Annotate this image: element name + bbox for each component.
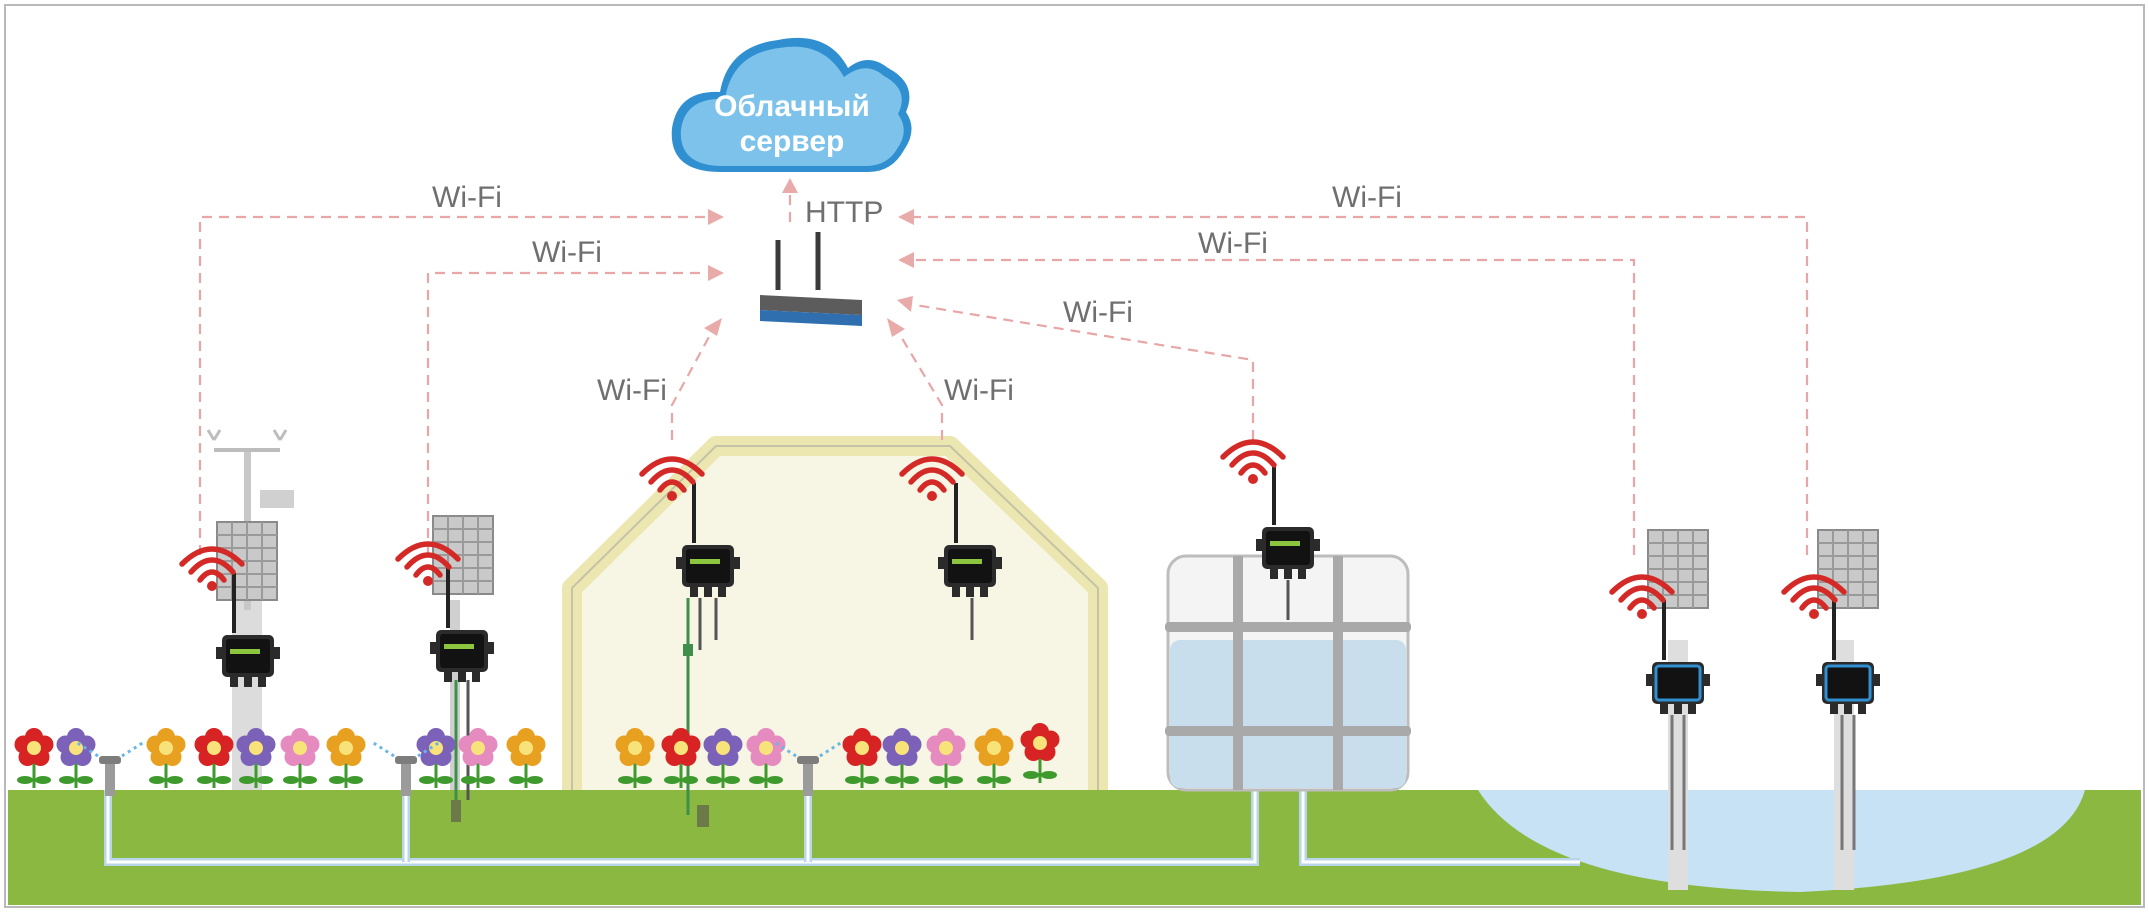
label-wifi-tank: Wi-Fi [1063, 296, 1133, 329]
router-icon [760, 232, 862, 326]
label-wifi-pond-left: Wi-Fi [1198, 227, 1268, 260]
arrowheads [704, 178, 914, 337]
water-tank-icon [1165, 554, 1411, 792]
label-wifi-pond-right: Wi-Fi [1332, 181, 1402, 214]
pond-station-left [1644, 529, 1712, 890]
label-wifi-soil: Wi-Fi [532, 236, 602, 269]
cloud-label-line1: Облачный [714, 90, 870, 123]
label-wifi-weather: Wi-Fi [432, 181, 502, 214]
pond [1478, 790, 2085, 892]
greenhouse-icon [562, 436, 1108, 790]
label-wifi-greenhouse-right: Wi-Fi [944, 374, 1014, 407]
wifi-links [198, 195, 1809, 555]
cloud-icon: Облачный сервер [671, 37, 912, 172]
pond-station-right [1814, 529, 1882, 890]
cloud-label-line2: сервер [740, 125, 845, 158]
label-http: HTTP [805, 196, 883, 229]
label-wifi-greenhouse-left: Wi-Fi [597, 374, 667, 407]
